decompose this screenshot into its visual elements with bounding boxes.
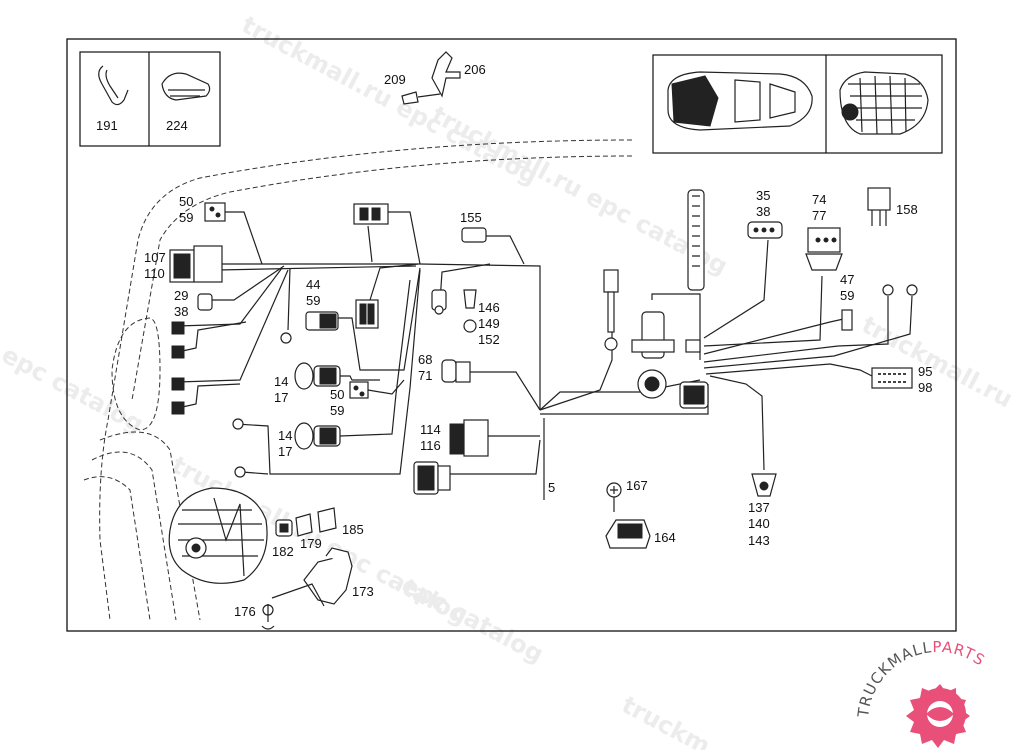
part-label: 59 (306, 293, 320, 308)
connectors-middle: 44 59 155 146 149 152 68 71 14 17 50 59 … (274, 203, 555, 495)
part-label: 47 (840, 272, 854, 287)
plug-icon (171, 401, 185, 415)
part-label: 59 (179, 210, 193, 225)
part-label: 152 (478, 332, 500, 347)
connector-95-98 (871, 367, 913, 389)
clip-47-59 (841, 309, 853, 331)
clip-191-icon (98, 65, 129, 106)
part-label: 17 (274, 390, 288, 405)
part-label: 173 (352, 584, 374, 599)
part-label: 50 (179, 194, 193, 209)
alternator-group: 185 182 179 173 176 (168, 487, 374, 630)
connector-mid (355, 299, 379, 329)
bulb-146-icon (463, 289, 477, 309)
relay-158-icon (867, 187, 891, 211)
bulb-149-icon (463, 319, 477, 333)
part-label: 38 (756, 204, 770, 219)
ground-eyelet-icon (232, 418, 244, 430)
part-label: 5 (548, 480, 555, 495)
sensor-14-17-b-icon (294, 422, 314, 450)
cap-185-icon (317, 507, 337, 533)
part-label: 146 (478, 300, 500, 315)
part-label: 29 (174, 288, 188, 303)
connector-50-59 (204, 202, 226, 222)
inset-vehicle (652, 54, 943, 154)
sensor-14-17-icon (294, 362, 314, 390)
part-label: 206 (464, 62, 486, 77)
connector-155 (461, 227, 487, 243)
washer-179-icon (295, 513, 313, 537)
ground-eyelet-icon (882, 284, 894, 296)
connector-50-59-b (349, 381, 369, 399)
part-label: 182 (272, 544, 294, 559)
part-label: 137 (748, 500, 770, 515)
sensor-plug (603, 269, 619, 293)
part-label: 35 (756, 188, 770, 203)
part-label: 155 (460, 210, 482, 225)
components-right: 35 38 74 77 158 47 59 95 98 137 140 143 … (603, 187, 932, 549)
part-label: 140 (748, 516, 770, 531)
plug-icon (171, 377, 185, 391)
part-label: 167 (626, 478, 648, 493)
watermark-text: epc catalog (397, 571, 548, 669)
part-label: 74 (812, 192, 826, 207)
brand-name-accent: PARTS (932, 638, 988, 670)
part-label: 176 (234, 604, 256, 619)
plug-icon (171, 345, 185, 359)
connector-29-38 (197, 293, 213, 311)
part-label: 179 (300, 536, 322, 551)
part-label: 71 (418, 368, 432, 383)
part-label: 107 (144, 250, 166, 265)
watermark-text: epc catalog (0, 341, 148, 439)
part-label: 143 (748, 533, 770, 548)
part-label: 185 (342, 522, 364, 537)
part-label: 98 (918, 380, 932, 395)
part-label: 209 (384, 72, 406, 87)
part-label: 224 (166, 118, 188, 133)
connectors-left: 50 59 107 110 29 38 (144, 194, 292, 478)
clip-224-icon (161, 72, 211, 101)
watermark-text: truckm (617, 691, 715, 750)
part-label: 95 (918, 364, 932, 379)
part-label: 77 (812, 208, 826, 223)
part-label: 14 (278, 428, 292, 443)
connector-68-71 (441, 359, 457, 383)
part-label: 191 (96, 118, 118, 133)
part-label: 116 (420, 438, 441, 453)
part-label: 110 (144, 266, 165, 281)
part-label: 59 (330, 403, 344, 418)
gear-icon (906, 684, 970, 748)
part-label: 149 (478, 316, 500, 331)
ground-eyelet-icon (234, 466, 246, 478)
engine-icon (839, 71, 929, 135)
inset-clips: 191 224 (79, 51, 221, 147)
part-label: 44 (306, 277, 320, 292)
part-label: 50 (330, 387, 344, 402)
part-label: 158 (896, 202, 918, 217)
connector-114-116 (449, 423, 465, 455)
harness-wires (177, 211, 913, 500)
watermark-text: truckmall.ru (857, 311, 1017, 414)
part-label: 14 (274, 374, 288, 389)
part-label: 164 (654, 530, 676, 545)
car-hood-icon (671, 75, 719, 127)
body-outline (83, 139, 633, 621)
connector-top (353, 203, 389, 225)
bracket-206: 209 206 (384, 51, 486, 105)
watermark-text: truckmall.ru epc catalog (237, 11, 542, 191)
brand-logo: TRUCKMALLPARTS (854, 638, 988, 748)
ground-eyelet-icon (280, 332, 292, 344)
ground-eyelet-icon (906, 284, 918, 296)
part-label: 17 (278, 444, 292, 459)
plug-icon (171, 321, 185, 335)
part-label: 59 (840, 288, 854, 303)
alternator-icon (168, 487, 268, 584)
diagram-frame (66, 38, 957, 632)
long-connector-icon (687, 189, 705, 291)
part-label: 38 (174, 304, 188, 319)
part-label: 114 (420, 422, 441, 437)
part-label: 68 (418, 352, 432, 367)
